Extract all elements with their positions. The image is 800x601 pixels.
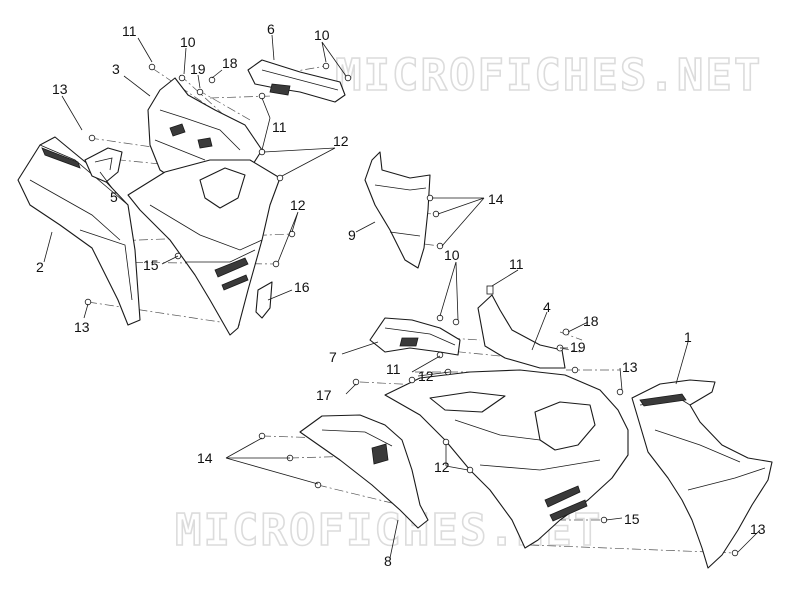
part-16-gasket	[255, 281, 273, 319]
callout-10: 10	[444, 247, 460, 263]
callout-8: 8	[384, 553, 392, 569]
callout-12: 12	[418, 368, 434, 384]
leader-lines	[43, 34, 761, 559]
right-side-fairing	[384, 369, 629, 549]
part-8-inner-liner	[299, 414, 429, 529]
callout-15: 15	[624, 511, 640, 527]
callout-3: 3	[112, 61, 120, 77]
watermark-top: MICROFICHES.NET	[335, 50, 762, 101]
callout-14: 14	[197, 450, 213, 466]
callout-16: 16	[294, 279, 310, 295]
callout-11: 11	[272, 119, 287, 135]
part-7-bracket	[369, 317, 461, 356]
callout-1: 1	[684, 329, 692, 345]
callout-9: 9	[348, 227, 356, 243]
callout-19: 19	[190, 61, 206, 77]
callout-2: 2	[36, 259, 44, 275]
callout-12: 12	[434, 459, 450, 475]
callout-6: 6	[267, 21, 275, 37]
callout-18: 18	[222, 55, 238, 71]
callout-11: 11	[122, 23, 137, 39]
callout-11: 11	[386, 361, 401, 377]
part-6-bracket	[247, 59, 346, 103]
part-9-inner-panel	[364, 151, 431, 269]
callout-13: 13	[622, 359, 638, 375]
callout-10: 10	[180, 34, 196, 50]
callout-5: 5	[110, 189, 118, 205]
callout-7: 7	[329, 349, 337, 365]
callout-19: 19	[570, 339, 586, 355]
callout-11: 11	[509, 256, 524, 272]
callout-4: 4	[543, 299, 551, 315]
part-2-left-lower-fairing	[17, 136, 141, 326]
callout-12: 12	[290, 197, 306, 213]
callout-13: 13	[52, 81, 68, 97]
callout-17: 17	[316, 387, 332, 403]
callout-10: 10	[314, 27, 330, 43]
part-5-bracket	[84, 147, 123, 183]
callout-labels: 11 10 6 10 3 19 18 13 11 12 5 14 9 12 2 …	[36, 21, 766, 569]
part-1-right-lower-fairing	[631, 379, 773, 569]
part-4-bracket	[477, 294, 566, 369]
callout-12: 12	[333, 133, 349, 149]
left-side-fairing	[127, 159, 281, 336]
callout-18: 18	[583, 313, 599, 329]
callout-15: 15	[143, 257, 159, 273]
callout-14: 14	[488, 191, 504, 207]
part-3-inner-panel	[147, 77, 263, 183]
callout-13: 13	[74, 319, 90, 335]
callout-13: 13	[750, 521, 766, 537]
